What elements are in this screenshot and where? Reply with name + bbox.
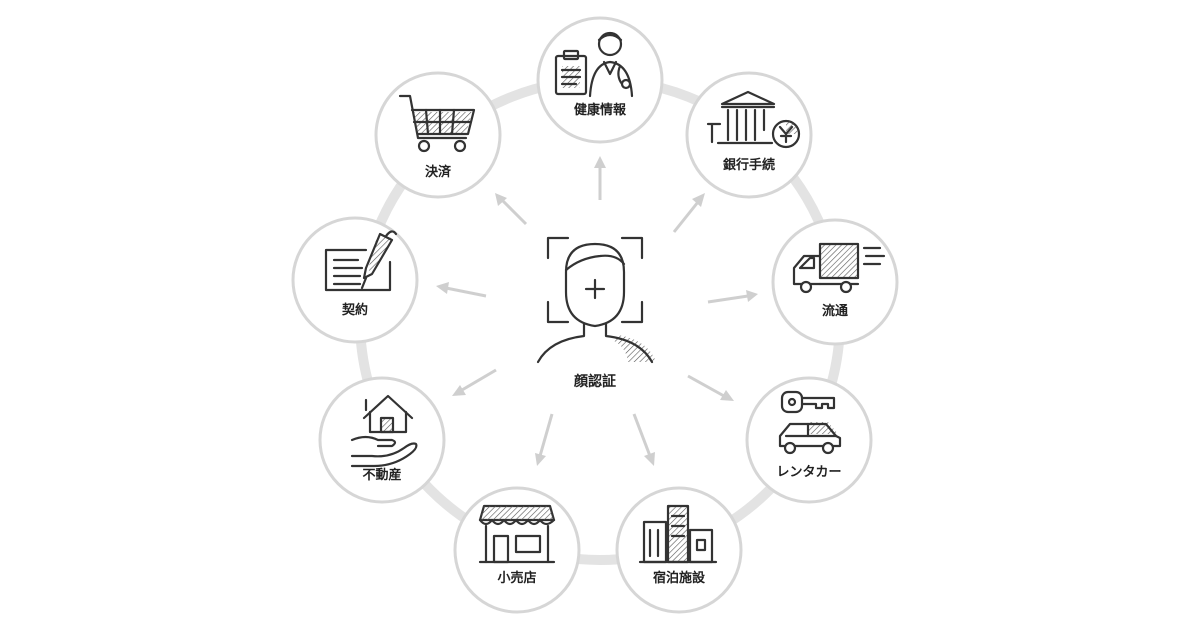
car-key-icon [778, 390, 842, 455]
arrow-to-payment [495, 193, 528, 226]
node-label: 契約 [341, 302, 368, 318]
node-label: 健康情報 [574, 102, 627, 118]
node-bank: 銀行手続 [685, 71, 813, 199]
arrow-to-bank [672, 193, 705, 233]
node-health: 健康情報 [536, 16, 664, 144]
node-logistics: 流通 [771, 218, 899, 346]
arrow-to-rental [687, 374, 734, 401]
node-contract: 契約 [291, 216, 419, 344]
node-realestate: 不動産 [318, 376, 446, 504]
arrow-to-realestate [452, 368, 497, 396]
shopping-cart-icon [398, 94, 476, 153]
arrows [436, 156, 758, 466]
face-scan-icon [536, 236, 656, 364]
contract-pen-icon [324, 230, 398, 292]
node-label: 小売店 [497, 570, 536, 586]
node-label: 決済 [425, 164, 452, 180]
node-retail: 小売店 [453, 486, 581, 614]
delivery-truck-icon [792, 242, 886, 294]
arrow-to-contract [436, 282, 487, 298]
node-label: レンタカー [776, 465, 841, 480]
node-label: 宿泊施設 [653, 570, 706, 586]
center-label: 顔認証 [573, 373, 616, 390]
arrow-to-logistics [707, 290, 758, 304]
doctor-clipboard-icon [554, 31, 634, 98]
node-label: 不動産 [362, 467, 401, 483]
arrow-to-lodging [632, 413, 655, 466]
arrow-to-retail [535, 413, 554, 466]
hotel-building-icon [638, 504, 718, 564]
node-label: 流通 [822, 303, 848, 319]
center-face-recognition: 顔認証 [536, 236, 656, 390]
node-rental: レンタカー [745, 376, 873, 504]
bank-yen-icon [706, 90, 801, 149]
house-hand-icon [350, 394, 418, 468]
arrow-to-health [594, 156, 606, 200]
node-payment: 決済 [374, 71, 502, 199]
node-lodging: 宿泊施設 [615, 486, 743, 614]
node-label: 銀行手続 [723, 157, 775, 173]
storefront-icon [478, 504, 556, 564]
